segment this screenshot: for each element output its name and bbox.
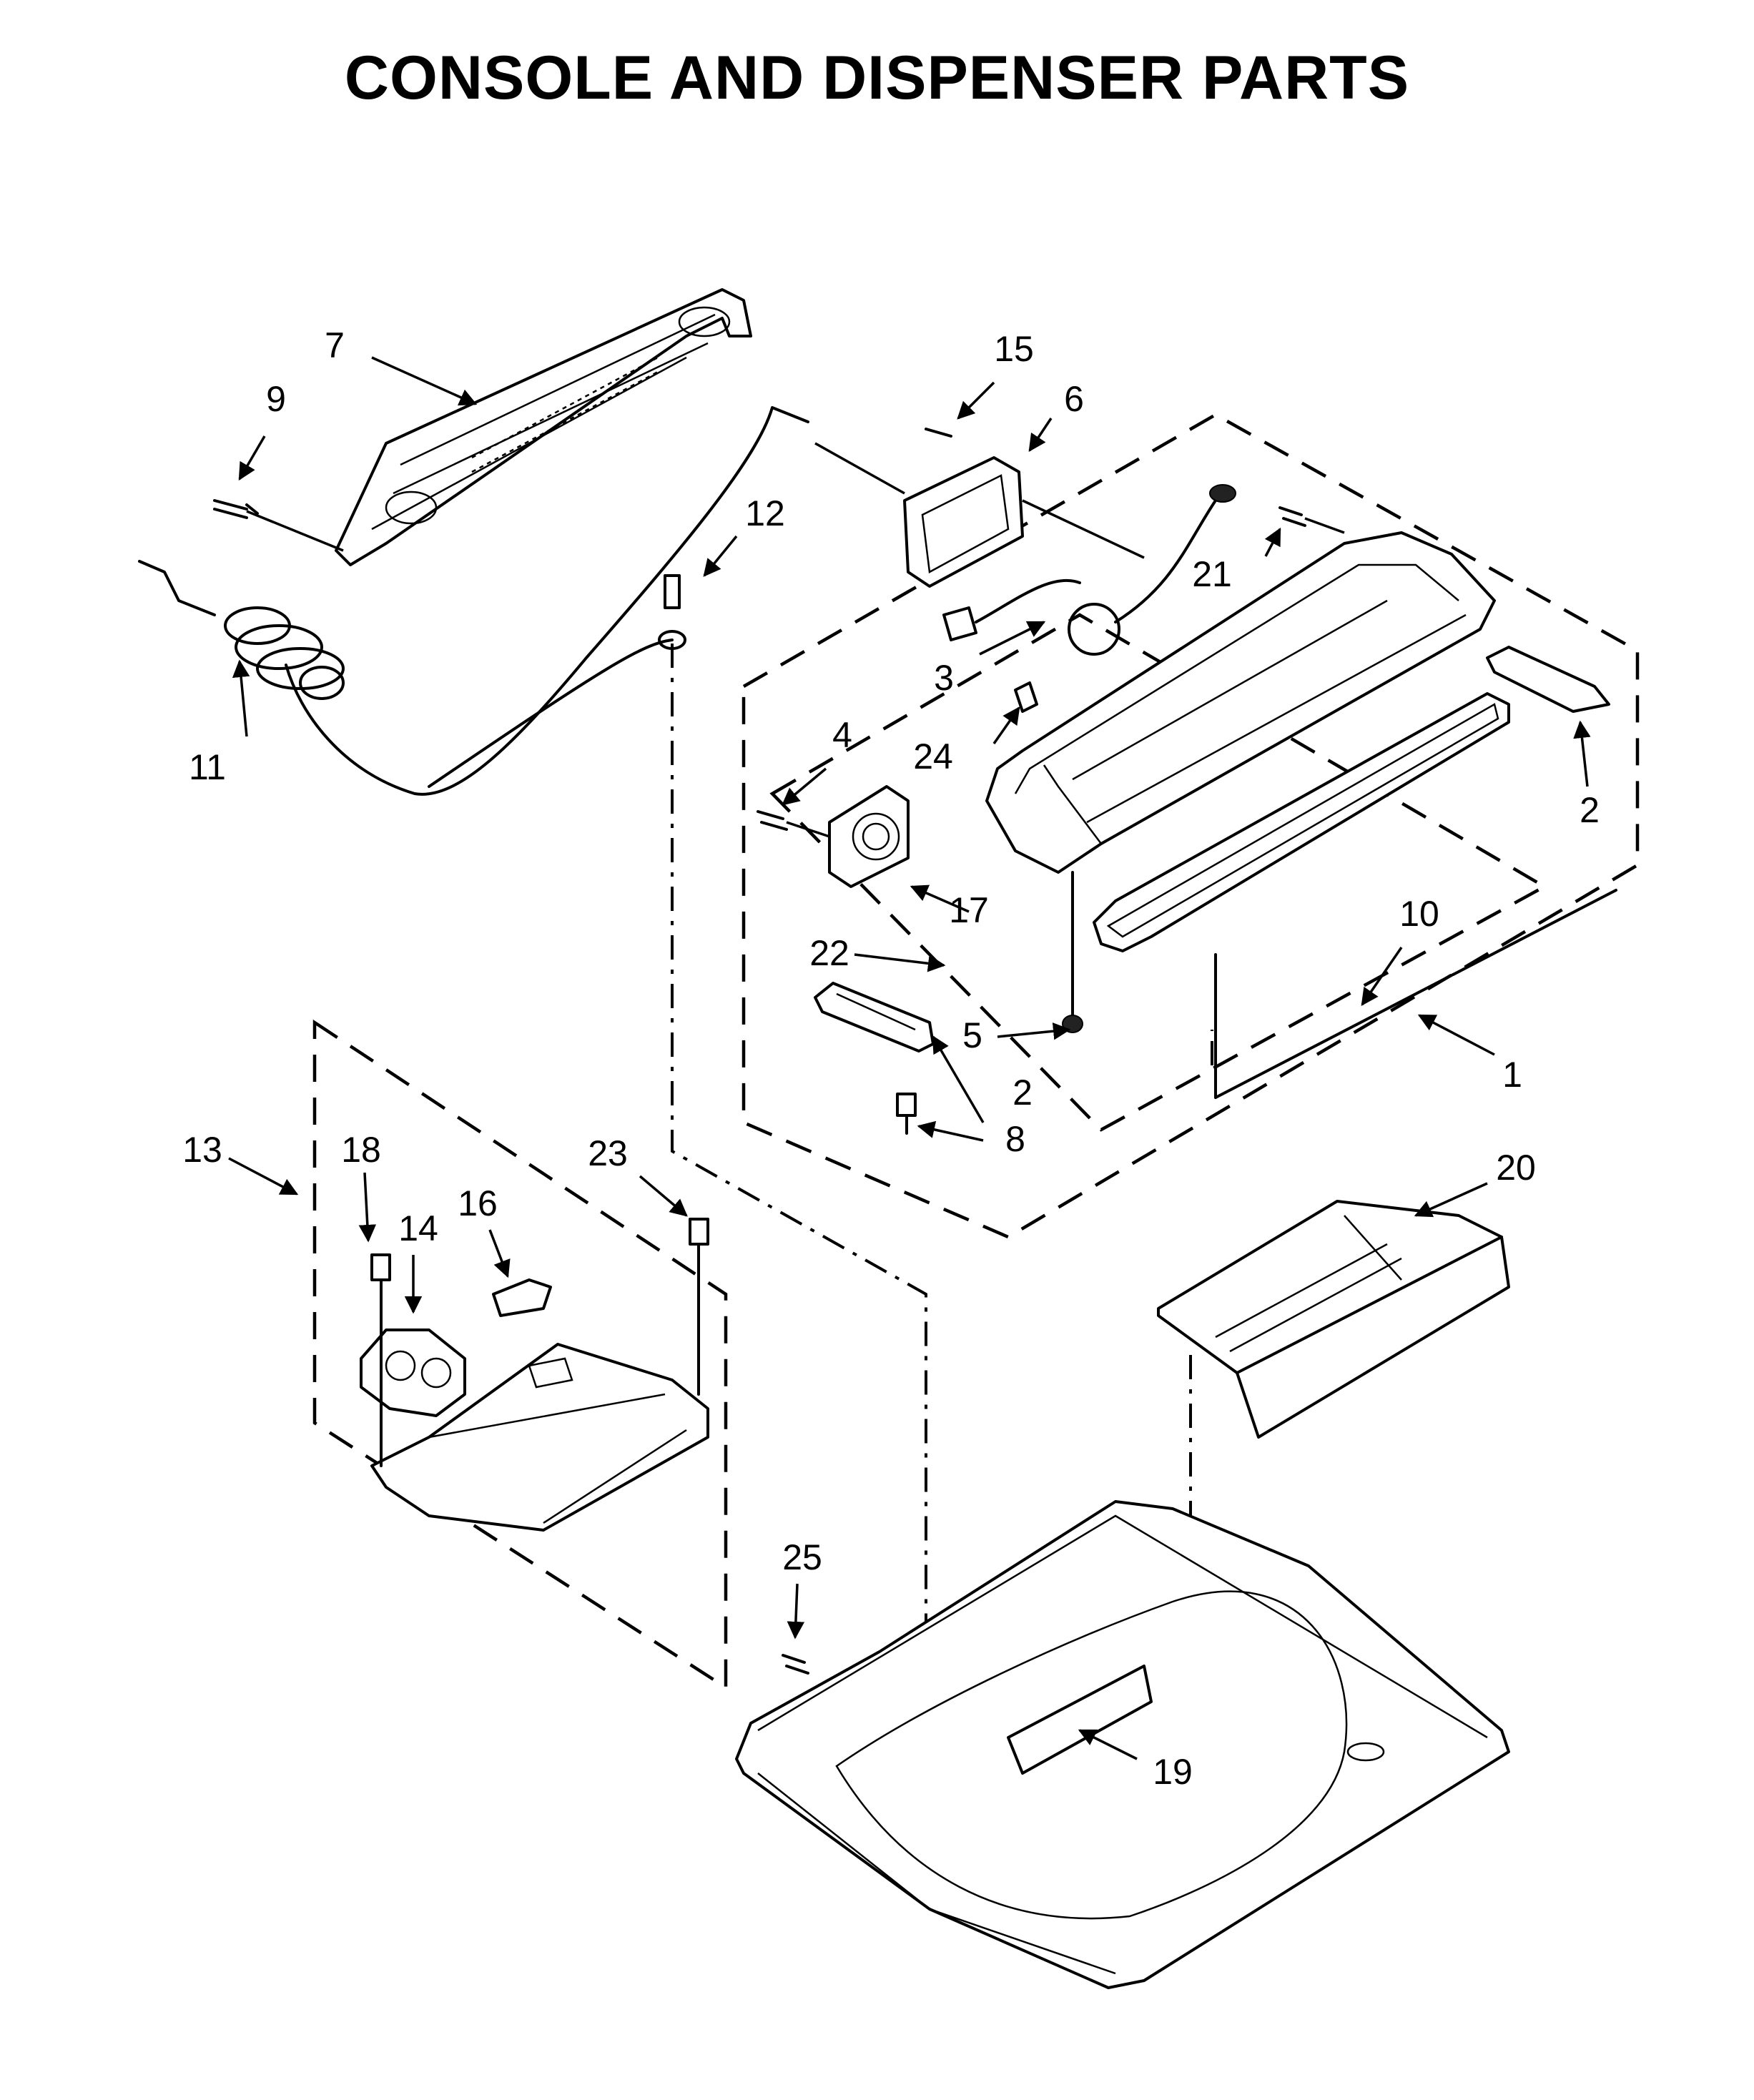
console-assembly-outline bbox=[741, 413, 1640, 1239]
callout-7: 7 bbox=[325, 325, 345, 365]
callout-20: 20 bbox=[1496, 1148, 1536, 1188]
callout-1: 1 bbox=[1502, 1055, 1522, 1095]
callout-2-lower: 2 bbox=[1013, 1073, 1033, 1113]
callout-22: 22 bbox=[809, 933, 849, 973]
callout-14: 14 bbox=[398, 1208, 438, 1248]
bracket-upper bbox=[1486, 646, 1610, 713]
callout-19: 19 bbox=[1153, 1752, 1193, 1792]
power-cord bbox=[138, 406, 809, 796]
clip-part-24 bbox=[1014, 681, 1038, 713]
callout-4: 4 bbox=[832, 715, 852, 755]
console-window bbox=[1093, 692, 1510, 952]
callout-5: 5 bbox=[962, 1015, 982, 1055]
callout-24: 24 bbox=[913, 736, 953, 777]
callout-17: 17 bbox=[949, 890, 989, 930]
speaker bbox=[828, 785, 910, 888]
trim-strip bbox=[1214, 889, 1617, 1099]
callout-6: 6 bbox=[1064, 379, 1084, 419]
callout-labels: 7 9 11 12 15 6 3 24 4 21 2 17 22 10 5 2 … bbox=[182, 325, 1600, 1792]
bracket-lower bbox=[814, 982, 935, 1053]
valve-assembly-outline bbox=[312, 1019, 728, 1691]
screw-part-8 bbox=[896, 1093, 917, 1135]
screw-part-9 bbox=[213, 499, 344, 552]
diagram-title: CONSOLE AND DISPENSER PARTS bbox=[344, 44, 1410, 112]
lid-switch-harness bbox=[942, 484, 1236, 656]
callout-13: 13 bbox=[182, 1130, 222, 1170]
screw-part-25 bbox=[782, 1654, 809, 1675]
callout-12: 12 bbox=[745, 493, 785, 533]
leader-arrows bbox=[228, 356, 1591, 1760]
callout-10: 10 bbox=[1399, 894, 1439, 934]
screw-part-4 bbox=[757, 810, 830, 838]
callout-11: 11 bbox=[189, 747, 226, 787]
dispenser-drawer bbox=[1157, 1200, 1510, 1439]
water-valve-assembly bbox=[360, 1218, 709, 1532]
callout-21: 21 bbox=[1192, 554, 1232, 594]
callout-16: 16 bbox=[458, 1183, 498, 1223]
ground-screw bbox=[428, 574, 686, 788]
callout-9: 9 bbox=[266, 379, 286, 419]
callout-15: 15 bbox=[994, 329, 1034, 369]
console-back-panel bbox=[335, 288, 752, 566]
screw-part-21 bbox=[1278, 506, 1345, 534]
callout-18: 18 bbox=[341, 1130, 381, 1170]
control-board bbox=[814, 428, 1145, 588]
callout-2-upper: 2 bbox=[1580, 790, 1600, 830]
callout-25: 25 bbox=[782, 1537, 822, 1577]
washer-top-panel bbox=[735, 1500, 1510, 1989]
callout-3: 3 bbox=[934, 658, 954, 698]
callout-23: 23 bbox=[588, 1133, 628, 1173]
callout-8: 8 bbox=[1005, 1119, 1025, 1159]
